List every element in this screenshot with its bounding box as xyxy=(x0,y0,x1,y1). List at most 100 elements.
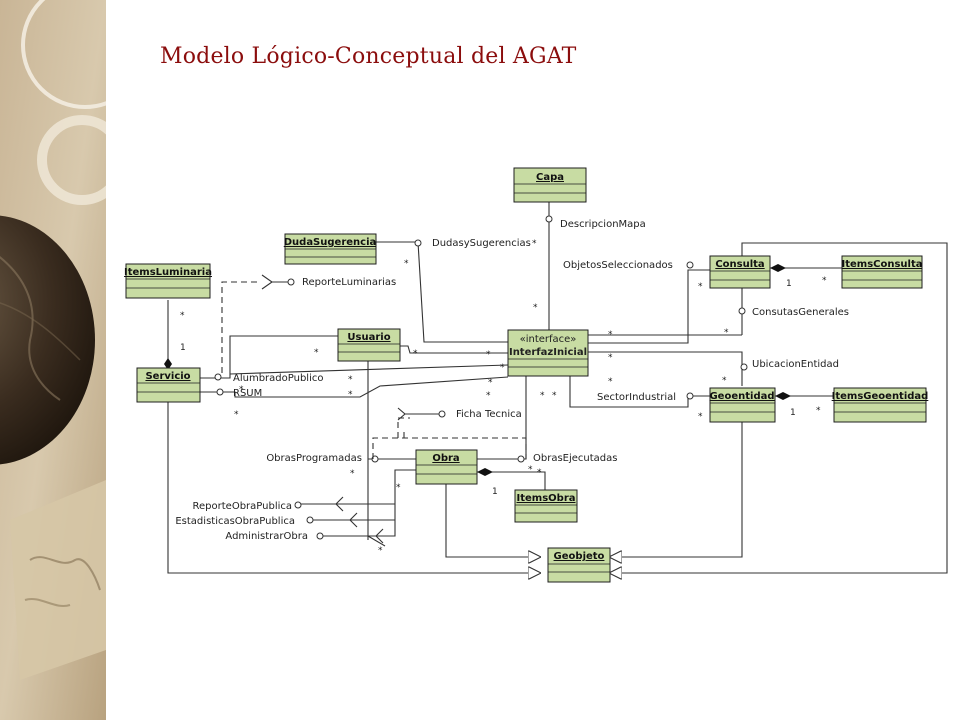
class-capa-name: Capa xyxy=(536,172,564,183)
edge-fichatecnica-dashed xyxy=(372,437,527,459)
class-usuario: Usuario xyxy=(337,328,401,362)
mult-star: * xyxy=(540,391,545,401)
mult-star: * xyxy=(816,406,821,416)
class-dudasugerencia: DudaSugerencia xyxy=(284,233,377,265)
edge-geoentidad-geobjeto xyxy=(610,422,743,557)
class-servicio: Servicio xyxy=(136,367,201,403)
mult-star: * xyxy=(537,468,542,478)
mult-star: * xyxy=(533,303,538,313)
port-descripcionmapa xyxy=(545,215,553,223)
mult-one: 1 xyxy=(492,487,498,497)
mult-star: * xyxy=(486,350,491,360)
label-sectorindustrial: SectorIndustrial xyxy=(597,392,676,403)
label-estadisticasobrapublica: EstadisticasObraPublica xyxy=(175,516,295,527)
mult-star: * xyxy=(724,328,729,338)
label-reporteobrapublica: ReporteObraPublica xyxy=(193,501,292,512)
mult-star: * xyxy=(488,378,493,388)
class-itemsluminaria-name: ItemsLuminaria xyxy=(124,267,212,278)
mult-one: 1 xyxy=(786,279,792,289)
class-geobjeto-name: Geobjeto xyxy=(554,551,605,562)
decorative-sidebar xyxy=(0,0,106,720)
class-consulta: Consulta xyxy=(709,255,771,289)
class-consulta-name: Consulta xyxy=(715,259,764,270)
mult-star: * xyxy=(404,259,409,269)
mult-star: * xyxy=(239,385,244,395)
mult-star: * xyxy=(348,390,353,400)
edge-duda-interfaz xyxy=(376,241,508,343)
edge-servicio-geobjeto xyxy=(167,402,540,573)
class-itemsgeoentidad: ItemsGeoentidad xyxy=(832,387,929,423)
label-rsum: RSUM xyxy=(233,388,262,399)
edge-alumbrado xyxy=(229,364,509,375)
class-itemsconsulta: ItemsConsulta xyxy=(841,255,923,289)
mult-star: * xyxy=(396,483,401,493)
mult-star: * xyxy=(608,377,613,387)
mult-star: * xyxy=(314,348,319,358)
mult-star: * xyxy=(722,376,727,386)
mult-star: * xyxy=(698,282,703,292)
class-geobjeto: Geobjeto xyxy=(547,547,611,583)
edge-administrarobra xyxy=(322,469,416,537)
edge-obra-geobjeto xyxy=(445,484,540,557)
label-descripcionmapa: DescripcionMapa xyxy=(560,219,646,230)
edge-usuario-interfaz xyxy=(400,345,508,354)
mult-star: * xyxy=(528,465,533,475)
mult-star: * xyxy=(552,391,557,401)
globe-decoration-image xyxy=(0,0,106,720)
class-interfaz-name: InterfazInicial xyxy=(509,347,587,358)
class-obra: Obra xyxy=(415,449,478,485)
class-itemsconsulta-name: ItemsConsulta xyxy=(841,259,922,270)
port-dudasysugerencias xyxy=(414,239,422,247)
class-itemsobra: ItemsObra xyxy=(514,489,578,523)
label-dudasysugerencias: DudasySugerencias xyxy=(432,238,531,249)
mult-star: * xyxy=(234,410,239,420)
edge-consulta-geobjeto xyxy=(610,242,948,573)
label-administrarobra: AdministrarObra xyxy=(225,531,308,542)
class-usuario-name: Usuario xyxy=(347,332,390,343)
mult-one: 1 xyxy=(790,408,796,418)
class-dudasugerencia-name: DudaSugerencia xyxy=(284,237,377,248)
mult-star: * xyxy=(348,375,353,385)
label-fichatecnica: Ficha Tecnica xyxy=(456,409,522,420)
mult-star: * xyxy=(350,469,355,479)
mult-star: * xyxy=(822,276,827,286)
edge-interfaz-consulta xyxy=(588,269,710,344)
class-capa: Capa xyxy=(513,167,587,203)
label-alumbradopublico: AlumbradoPublico xyxy=(233,373,323,384)
mult-one: 1 xyxy=(180,343,186,353)
class-geoentidad: Geoentidad xyxy=(709,387,776,423)
class-interfaz-stereotype: «interface» xyxy=(520,334,577,345)
edge-ubicacionentidad xyxy=(588,351,743,386)
mult-star: * xyxy=(608,353,613,363)
class-itemsgeoentidad-name: ItemsGeoentidad xyxy=(832,391,929,402)
label-obrasprogramadas: ObrasProgramadas xyxy=(266,453,362,464)
label-reporteluminarias: ReporteLuminarias xyxy=(302,277,396,288)
mult-star: * xyxy=(500,363,505,373)
label-consutasgenerales: ConsutasGenerales xyxy=(752,307,849,318)
mult-star: * xyxy=(180,311,185,321)
label-objetosseleccionados: ObjetosSeleccionados xyxy=(563,260,673,271)
mult-star: * xyxy=(486,391,491,401)
slide-title: Modelo Lógico-Conceptual del AGAT xyxy=(160,44,577,69)
mult-star: * xyxy=(532,239,537,249)
class-geoentidad-name: Geoentidad xyxy=(709,391,774,402)
edges xyxy=(164,202,948,573)
mult-star: * xyxy=(608,330,613,340)
edge-sectorindustrial xyxy=(569,376,710,408)
class-itemsobra-name: ItemsObra xyxy=(517,493,576,504)
class-servicio-name: Servicio xyxy=(145,371,190,382)
edge-servicio-rsum xyxy=(200,376,509,398)
mult-star: * xyxy=(698,412,703,422)
edge-reporteluminarias xyxy=(221,281,260,373)
mult-star: * xyxy=(378,546,383,556)
mult-star: * xyxy=(413,349,418,359)
multiplicities: * * * * 1 * * * * * * * * * * * * * * * … xyxy=(180,239,827,556)
label-ubicacionentidad: UbicacionEntidad xyxy=(752,359,839,370)
label-obrasejecutadas: ObrasEjecutadas xyxy=(533,453,618,464)
edge-obra-itemsobra xyxy=(477,471,546,490)
class-itemsluminaria: ItemsLuminaria xyxy=(124,263,212,299)
class-interfazinicial: «interface» InterfazInicial xyxy=(507,329,589,377)
edge-labels: DescripcionMapa DudasySugerencias Objeto… xyxy=(175,219,849,542)
class-obra-name: Obra xyxy=(432,453,459,464)
